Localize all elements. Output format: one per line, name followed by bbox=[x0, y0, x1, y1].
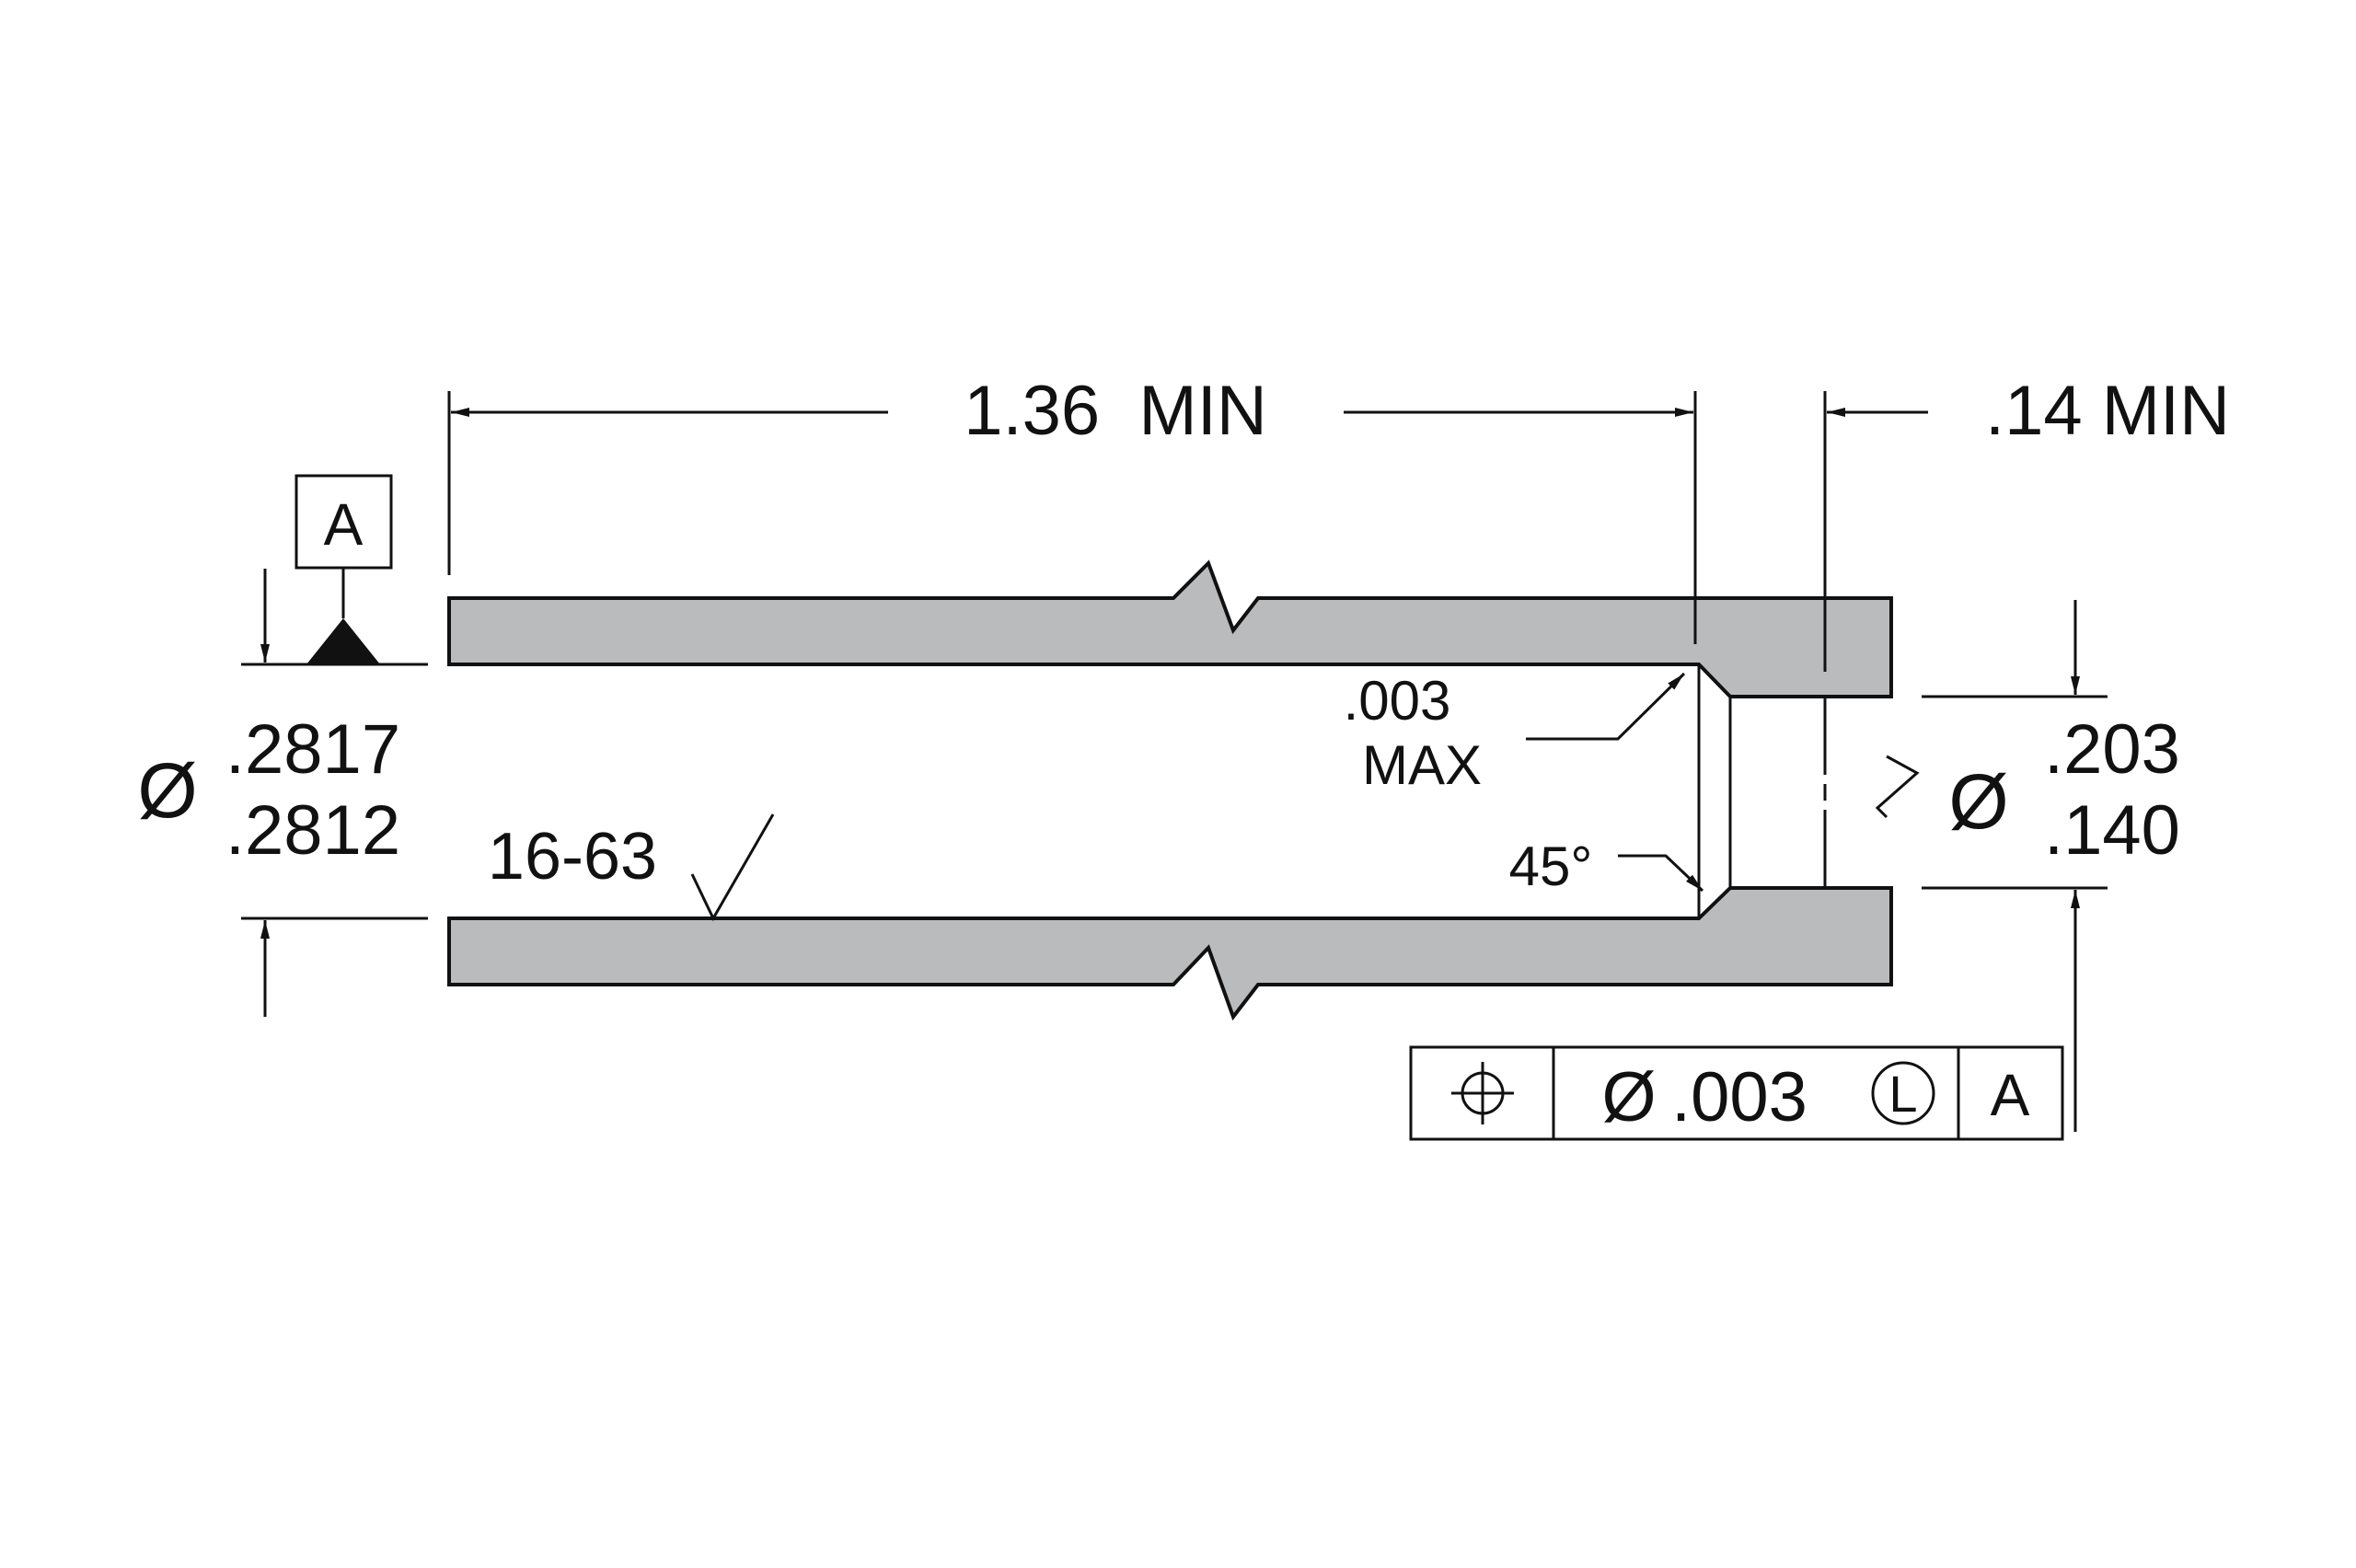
counterbore-diameter-upper: .203 bbox=[2044, 710, 2180, 789]
overall-length-dimension: 1.36 MIN bbox=[447, 372, 1697, 644]
chamfer-size-callout: .003 MAX bbox=[1344, 670, 1686, 796]
fcf-datum: A bbox=[1991, 1062, 2030, 1128]
surface-finish-value: 16-63 bbox=[488, 820, 657, 894]
counterbore-diameter-symbol: Ø bbox=[1948, 758, 2008, 845]
right-break-line bbox=[1875, 755, 1920, 819]
fcf-tolerance-value: .003 bbox=[1671, 1058, 1807, 1136]
counterbore-diameter-lower: .140 bbox=[2044, 791, 2180, 870]
part-section bbox=[447, 559, 1920, 1021]
datum-feature-symbol: A bbox=[294, 474, 393, 664]
datum-label: A bbox=[324, 491, 364, 558]
top-wall bbox=[447, 559, 1893, 698]
overall-length-label: 1.36 MIN bbox=[964, 372, 1266, 450]
bottom-wall bbox=[447, 886, 1893, 1021]
fcf-tolerance-symbol: Ø bbox=[1601, 1058, 1656, 1136]
chamfer-size-value: .003 bbox=[1344, 670, 1451, 732]
fcf-modifier: L bbox=[1888, 1065, 1917, 1123]
position-icon bbox=[1451, 1062, 1514, 1124]
counterbore-depth-label: .14 MIN bbox=[1985, 372, 2230, 450]
bore-diameter-upper: .2817 bbox=[225, 710, 400, 789]
chamfer-angle-value: 45° bbox=[1509, 836, 1593, 897]
datum-triangle bbox=[306, 618, 380, 664]
feature-control-frame: Ø .003 L A bbox=[1409, 1045, 2064, 1141]
surface-finish-symbol: 16-63 bbox=[488, 813, 775, 922]
bore-diameter-dimension: Ø .2817 .2812 bbox=[137, 569, 428, 1017]
counterbore-diameter-dimension: Ø .203 .140 bbox=[1922, 600, 2180, 1132]
counterbore-depth-dimension: .14 MIN bbox=[1823, 372, 2230, 672]
chamfer-angle-callout: 45° bbox=[1509, 836, 1704, 897]
chamfer-size-qualifier: MAX bbox=[1362, 734, 1482, 796]
lmc-modifier-icon: L bbox=[1871, 1061, 1935, 1125]
surface-finish-check-icon bbox=[690, 813, 775, 922]
bore-diameter-lower: .2812 bbox=[225, 791, 400, 870]
bore-diameter-symbol: Ø bbox=[137, 747, 197, 834]
